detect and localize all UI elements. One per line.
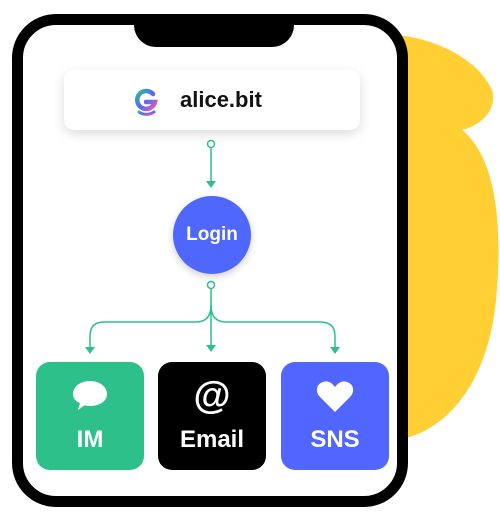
at-sign-icon: @	[193, 375, 231, 417]
chat-bubble-icon	[73, 381, 107, 410]
account-domain-name: alice.bit	[180, 87, 262, 112]
im-label: IM	[76, 426, 104, 453]
im-login-option[interactable]: IM	[36, 362, 144, 470]
heart-icon	[316, 381, 354, 412]
phone-notch	[134, 14, 294, 47]
email-label: Email	[179, 426, 245, 453]
email-login-option[interactable]: @ Email	[158, 362, 266, 470]
login-button[interactable]: Login	[173, 196, 251, 274]
sns-login-option[interactable]: SNS	[281, 362, 389, 470]
dotbit-logo-icon	[135, 88, 158, 116]
login-label: Login	[186, 224, 238, 245]
sns-label: SNS	[310, 426, 360, 453]
account-header-card	[64, 70, 360, 130]
